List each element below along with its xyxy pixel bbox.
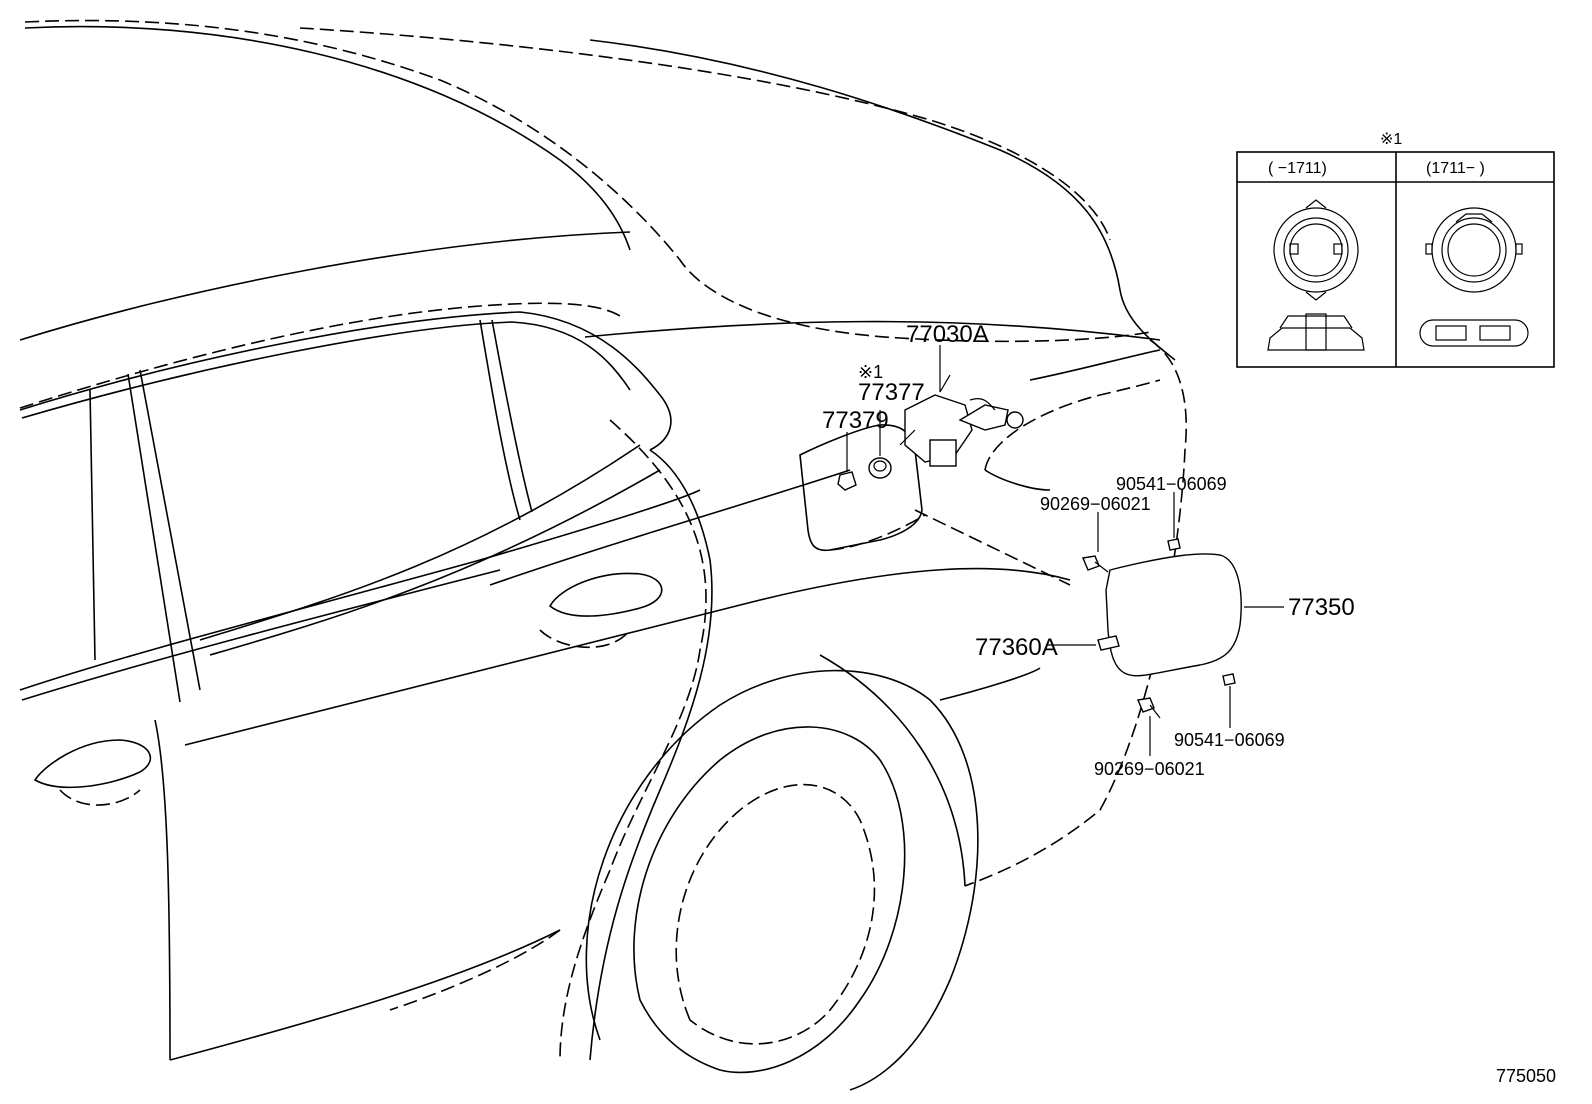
inset-note-mark: ※1 [1380, 131, 1402, 148]
screw-90269-bottom [1137, 697, 1161, 719]
label-90541-bottom: 90541−06069 [1174, 730, 1285, 750]
label-77030a: 77030A [906, 321, 989, 348]
clip-77379 [837, 471, 857, 491]
label-77379: 77379 [822, 407, 889, 434]
inset-col-left-label: ( −1711) [1268, 160, 1327, 177]
bushing-77377 [868, 457, 892, 479]
vehicle-body-outline [19, 19, 1188, 1061]
label-77377: 77377 [858, 379, 925, 406]
label-77350: 77350 [1288, 594, 1355, 621]
label-77377-note: ※1 [858, 362, 883, 382]
inset-detail-box: ※1 ( −1711) (1711− ) [1236, 131, 1555, 368]
label-77360a: 77360A [975, 634, 1058, 661]
fuel-lid-77350 [1105, 553, 1242, 677]
clip-77360a [1097, 635, 1120, 651]
nut-90541-bottom [1222, 673, 1236, 686]
label-90269-top: 90269−06021 [1040, 494, 1151, 514]
bushing-new-side-view [1419, 319, 1529, 347]
fuel-filler-housing [799, 424, 1071, 586]
inset-col-right-label: (1711− ) [1426, 160, 1485, 177]
bushing-old-side-view [1267, 313, 1365, 351]
lock-actuator-77030a [899, 374, 1024, 467]
rear-wheel [585, 669, 979, 1091]
label-90541-top: 90541−06069 [1116, 474, 1227, 494]
figure-code: 775050 [1496, 1066, 1556, 1086]
leader-lines [846, 345, 1284, 756]
label-90269-bottom: 90269−06021 [1094, 759, 1205, 779]
callout-labels: 77030A ※1 77377 77379 90541−06069 90269−… [822, 321, 1355, 779]
nut-90541-top [1167, 538, 1181, 551]
screw-90269-top [1082, 555, 1109, 573]
bushing-old-top-view [1273, 199, 1359, 301]
bushing-new-top-view [1425, 207, 1523, 293]
